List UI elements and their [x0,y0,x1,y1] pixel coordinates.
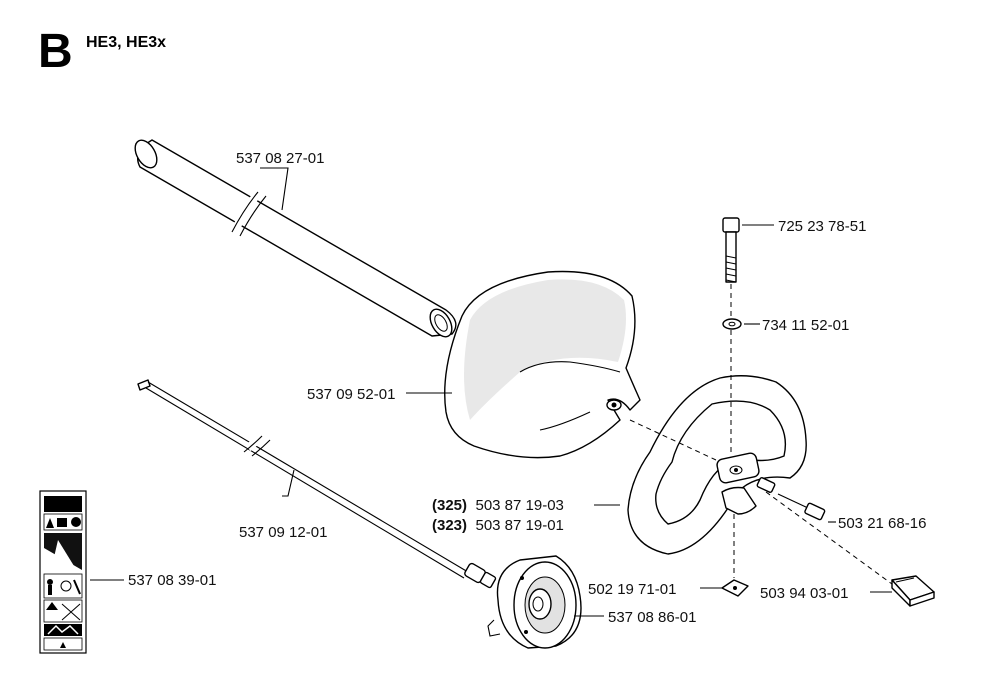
leader-lines [90,167,893,617]
bearing-housing [487,555,582,649]
bolt [722,217,740,283]
label-shaft-tube: 537 08 27-01 [236,150,324,167]
label-handle-325-prefix: (325) [432,497,467,514]
label-decal: 537 08 39-01 [128,572,216,589]
connector [891,575,935,607]
label-handle-323-number: 503 87 19-01 [475,517,563,534]
screw [777,493,826,521]
label-nut: 502 19 71-01 [588,581,676,598]
washer [722,318,742,330]
label-washer: 734 11 52-01 [762,317,849,334]
section-letter: B [38,25,73,78]
loop-handle [627,375,807,555]
label-handle-325-number: 503 87 19-03 [475,497,563,514]
model-list: HE3, HE3x [86,34,167,51]
drive-shaft [137,379,497,589]
shaft-tube [134,139,457,338]
label-bearing-housing: 537 08 86-01 [608,609,696,626]
label-handle-323-prefix: (323) [432,517,467,534]
label-connector: 503 94 03-01 [760,585,848,602]
label-handle-323: (323) 503 87 19-01 [432,517,564,534]
label-handle-325: (325) 503 87 19-03 [432,497,564,514]
label-screw: 503 21 68-16 [838,515,926,532]
label-bolt: 725 23 78-51 [778,218,866,235]
guard [444,270,641,459]
nut [721,579,749,597]
decal-sheet [39,490,87,654]
label-drive-shaft: 537 09 12-01 [239,524,327,541]
label-guard: 537 09 52-01 [307,386,395,403]
